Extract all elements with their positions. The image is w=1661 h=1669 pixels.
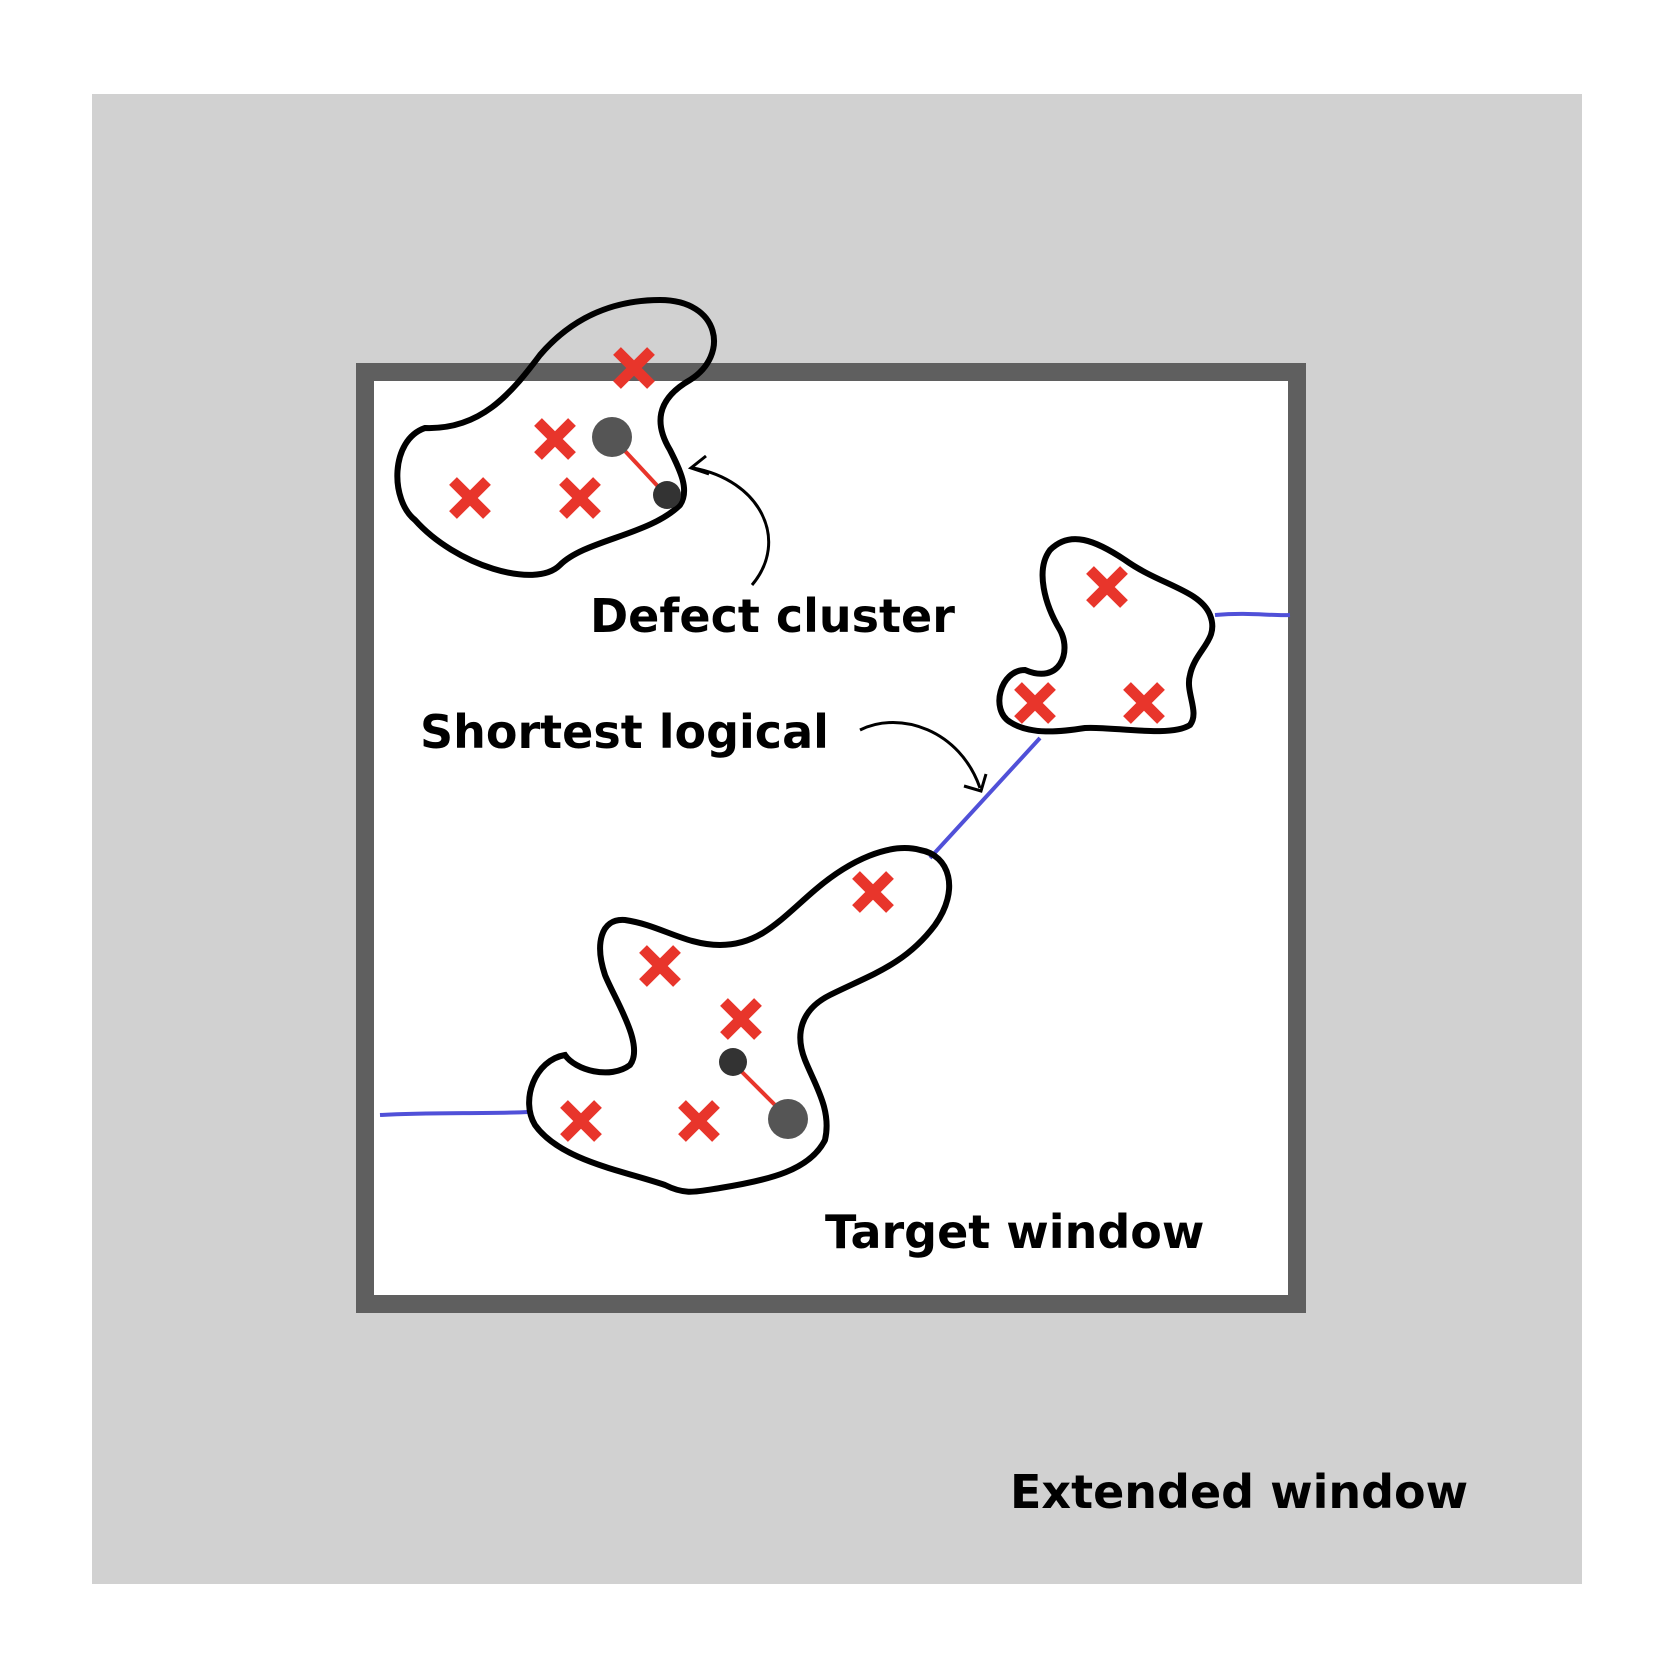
x-mark-icon xyxy=(1123,682,1165,724)
target-window xyxy=(356,363,1306,1313)
defect-cluster-label: Defect cluster xyxy=(590,589,955,643)
defect-cluster-arrow xyxy=(692,466,771,586)
x-mark-icon xyxy=(449,477,491,519)
target-window-label: Target window xyxy=(825,1205,1204,1259)
extended-window-label: Extended window xyxy=(1010,1465,1468,1519)
x-mark-icon xyxy=(1086,566,1128,608)
filled-circle-icon xyxy=(592,417,632,457)
logical-path-diagonal xyxy=(928,736,1042,860)
x-mark-icon xyxy=(720,998,762,1040)
filled-circle-icon xyxy=(719,1048,747,1076)
defect-markers xyxy=(449,347,1165,1142)
logical-path-left xyxy=(379,1110,531,1117)
x-mark-icon xyxy=(613,347,655,389)
x-mark-icon xyxy=(1014,682,1056,724)
x-mark-icon xyxy=(852,871,894,913)
shortest-logical-arrowhead xyxy=(963,773,988,793)
x-mark-icon xyxy=(639,945,681,987)
logical-path-right xyxy=(1214,611,1291,618)
defect-cluster-arrowhead xyxy=(687,454,710,476)
filled-circle-icon xyxy=(653,481,681,509)
x-mark-icon xyxy=(678,1100,720,1142)
shortest-logical-arrow xyxy=(859,721,982,789)
x-mark-icon xyxy=(560,1100,602,1142)
defect-cluster-outline-right xyxy=(996,536,1216,735)
shortest-logical-label: Shortest logical xyxy=(420,705,829,759)
defect-cluster-outline-bottom xyxy=(526,845,953,1195)
defect-cluster-outline-top xyxy=(394,296,717,578)
filled-circle-icon xyxy=(768,1099,808,1139)
x-mark-icon xyxy=(534,418,576,460)
x-mark-icon xyxy=(559,477,601,519)
